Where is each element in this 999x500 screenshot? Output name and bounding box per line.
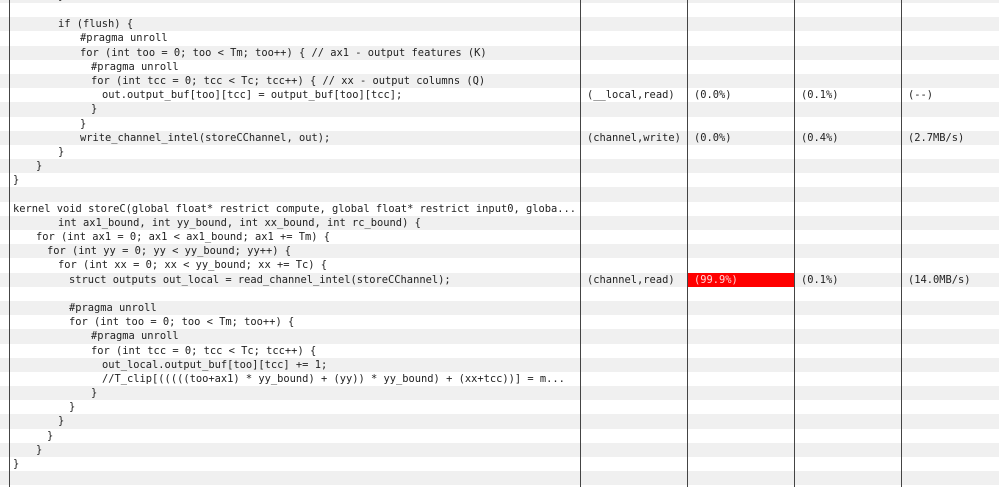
table-row[interactable]: } <box>0 400 999 414</box>
column-divider <box>901 0 902 487</box>
table-row[interactable]: } <box>0 117 999 131</box>
table-row[interactable]: out.output_buf[too][tcc] = output_buf[to… <box>0 88 999 102</box>
table-row[interactable]: struct outputs out_local = read_channel_… <box>0 272 999 287</box>
code-line: out_local.output_buf[too][tcc] += 1; <box>102 358 328 371</box>
table-row[interactable]: #pragma unroll <box>0 31 999 45</box>
code-line: #pragma unroll <box>80 32 168 45</box>
code-line: for (int too = 0; too < Tm; too++) { <box>69 316 295 329</box>
code-line: for (int ax1 = 0; ax1 < ax1_bound; ax1 +… <box>36 231 331 243</box>
table-row[interactable]: #pragma unroll <box>0 329 999 344</box>
stall-percent: (0.0%) <box>694 89 732 102</box>
access-type: (__local,read) <box>587 89 675 102</box>
table-row[interactable] <box>0 485 999 499</box>
code-line: kernel void storeC(global float* restric… <box>13 202 577 215</box>
code-line: #pragma unroll <box>69 301 157 314</box>
table-row[interactable]: } <box>0 386 999 401</box>
table-row[interactable] <box>0 3 999 17</box>
table-row[interactable]: } <box>0 414 999 429</box>
table-row[interactable] <box>0 187 999 202</box>
occupancy-percent: (0.1%) <box>801 89 839 102</box>
code-line: } <box>36 443 43 456</box>
column-divider <box>794 0 795 487</box>
code-line: for (int xx = 0; xx < yy_bound; xx += Tc… <box>58 259 327 272</box>
access-type: (channel,write) <box>587 131 679 144</box>
code-line: } <box>69 401 76 414</box>
occupancy-percent: (0.1%) <box>801 273 839 286</box>
table-row[interactable]: } <box>0 159 999 174</box>
code-line: #pragma unroll <box>91 330 179 343</box>
code-line: struct outputs out_local = read_channel_… <box>69 273 451 286</box>
table-row[interactable]: for (int tcc = 0; tcc < Tc; tcc++) { <box>0 344 999 358</box>
code-line: for (int tcc = 0; tcc < Tc; tcc++) { // … <box>91 74 486 87</box>
table-row[interactable] <box>0 287 999 301</box>
table-row[interactable]: #pragma unroll <box>0 60 999 74</box>
code-line: int ax1_bound, int yy_bound, int xx_boun… <box>58 216 421 229</box>
table-row[interactable]: for (int too = 0; too < Tm; too++) { // … <box>0 45 999 60</box>
column-divider <box>580 0 581 487</box>
table-row[interactable]: //T_clip[(((((too+ax1) * yy_bound) + (yy… <box>0 372 999 386</box>
column-divider <box>687 0 688 487</box>
bandwidth: (14.0MB/s) <box>908 273 971 286</box>
table-row[interactable]: for (int xx = 0; xx < yy_bound; xx += Tc… <box>0 258 999 272</box>
code-line <box>13 287 578 301</box>
table-row[interactable]: out_local.output_buf[too][tcc] += 1; <box>0 357 999 372</box>
code-line: } <box>91 387 98 400</box>
table-row[interactable]: for (int ax1 = 0; ax1 < ax1_bound; ax1 +… <box>0 230 999 244</box>
code-line: #pragma unroll <box>91 60 179 73</box>
table-row[interactable]: } <box>0 457 999 471</box>
code-line <box>13 3 578 17</box>
table-row[interactable]: for (int yy = 0; yy < yy_bound; yy++) { <box>0 244 999 259</box>
code-line: for (int too = 0; too < Tm; too++) { // … <box>80 46 487 59</box>
code-line: if (flush) { <box>58 18 134 31</box>
code-line: } <box>58 415 65 428</box>
code-line: //T_clip[(((((too+ax1) * yy_bound) + (yy… <box>102 372 565 385</box>
code-line <box>13 471 578 485</box>
table-row[interactable] <box>0 471 999 486</box>
table-row[interactable]: } <box>0 442 999 457</box>
code-line: out.output_buf[too][tcc] = output_buf[to… <box>102 89 403 102</box>
access-type: (channel,read) <box>587 273 675 286</box>
code-line: } <box>13 174 20 187</box>
code-line <box>13 485 578 499</box>
stall-percent: (0.0%) <box>694 131 732 144</box>
code-line: for (int yy = 0; yy < yy_bound; yy++) { <box>47 245 291 258</box>
code-line: } <box>47 429 54 442</box>
table-row[interactable]: } <box>0 429 999 443</box>
table-row[interactable]: } <box>0 102 999 117</box>
table-row[interactable]: write_channel_intel(storeCChannel, out);… <box>0 130 999 145</box>
table-row[interactable]: kernel void storeC(global float* restric… <box>0 202 999 216</box>
table-row[interactable]: if (flush) { <box>0 17 999 32</box>
table-row[interactable]: for (int too = 0; too < Tm; too++) { <box>0 315 999 329</box>
code-line: } <box>80 117 87 130</box>
table-row[interactable]: } <box>0 0 999 3</box>
occupancy-percent: (0.4%) <box>801 131 839 144</box>
stall-percent: (99.9%) <box>688 272 794 287</box>
table-row[interactable]: int ax1_bound, int yy_bound, int xx_boun… <box>0 215 999 230</box>
bandwidth: (--) <box>908 89 934 102</box>
table-row[interactable]: } <box>0 173 999 187</box>
code-line: } <box>13 458 20 470</box>
code-line: for (int tcc = 0; tcc < Tc; tcc++) { <box>91 344 317 357</box>
code-line: } <box>91 103 98 116</box>
bandwidth: (2.7MB/s) <box>908 131 965 144</box>
left-border <box>9 0 10 487</box>
code-line: write_channel_intel(storeCChannel, out); <box>80 131 331 144</box>
code-line: } <box>36 160 43 173</box>
code-line <box>13 187 578 201</box>
table-row[interactable]: } <box>0 145 999 159</box>
code-line: } <box>58 145 65 158</box>
table-row[interactable]: for (int tcc = 0; tcc < Tc; tcc++) { // … <box>0 73 999 89</box>
table-row[interactable]: #pragma unroll <box>0 300 999 316</box>
code-line: } <box>13 0 578 3</box>
